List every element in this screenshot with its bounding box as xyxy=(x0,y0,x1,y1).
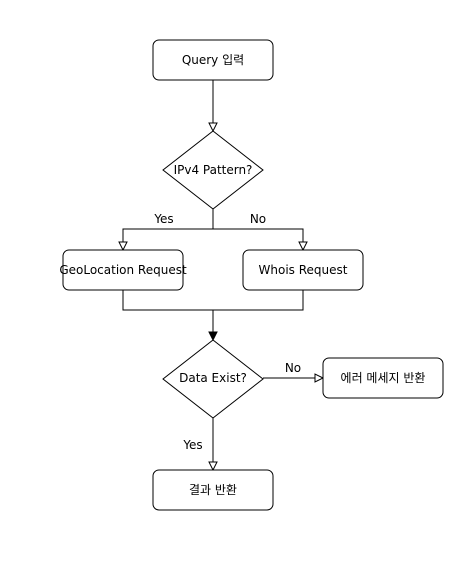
node-query-input-label: Query 입력 xyxy=(182,53,244,67)
edge-labels: Yes No No Yes xyxy=(153,212,301,452)
node-result-label: 결과 반환 xyxy=(189,483,237,497)
edge-exist-yes-arrowhead xyxy=(208,461,218,472)
node-error-message-label: 에러 메세지 반환 xyxy=(341,371,426,385)
node-geolocation-request-label: GeoLocation Request xyxy=(59,263,187,277)
node-whois-request-label: Whois Request xyxy=(259,263,348,277)
edge-geolocation-merge xyxy=(122,290,213,311)
edge-ipv4-yes-arrowhead xyxy=(118,241,128,252)
edge-label-exist-yes: Yes xyxy=(182,438,202,452)
node-query-input[interactable]: Query 입력 xyxy=(152,39,274,81)
node-ipv4-decision-label: IPv4 Pattern? xyxy=(174,163,253,177)
edge-query-to-ipv4-arrowhead xyxy=(208,122,218,133)
edge-label-ipv4-no: No xyxy=(250,212,266,226)
edge-label-ipv4-yes: Yes xyxy=(153,212,173,226)
node-data-exist-decision-label: Data Exist? xyxy=(179,371,247,385)
edge-exist-no-arrowhead xyxy=(314,373,325,383)
edge-ipv4-yes xyxy=(122,208,214,243)
edge-label-exist-no: No xyxy=(285,361,301,375)
edges xyxy=(118,80,325,472)
node-ipv4-decision[interactable]: IPv4 Pattern? xyxy=(162,130,264,210)
node-error-message[interactable]: 에러 메세지 반환 xyxy=(322,357,444,399)
node-data-exist-decision[interactable]: Data Exist? xyxy=(162,339,264,419)
node-result[interactable]: 결과 반환 xyxy=(152,469,274,511)
edge-whois-merge xyxy=(213,290,304,311)
edge-ipv4-no-arrowhead xyxy=(298,241,308,252)
node-whois-request[interactable]: Whois Request xyxy=(242,249,364,291)
edge-merge-arrowhead xyxy=(208,331,218,342)
edge-ipv4-no xyxy=(213,228,304,243)
node-geolocation-request[interactable]: GeoLocation Request xyxy=(59,249,187,291)
